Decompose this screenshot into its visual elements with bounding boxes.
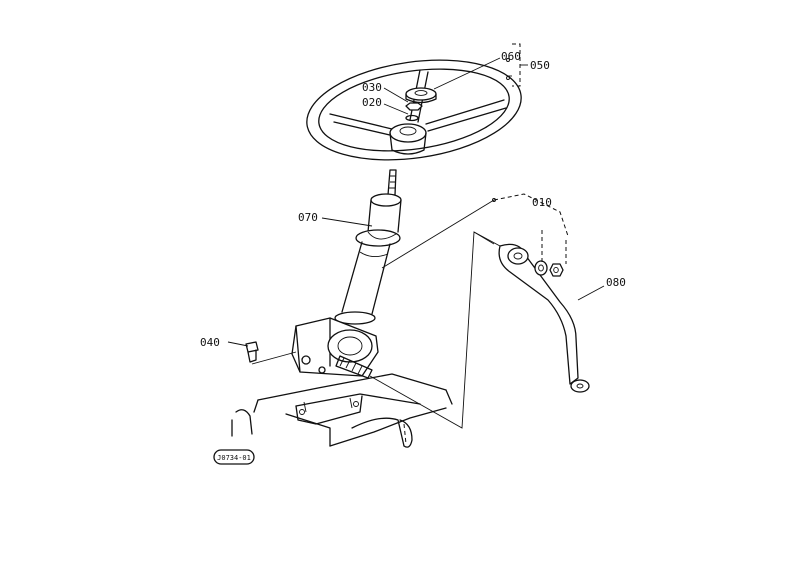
label-070: 070 [298,211,318,224]
steering-column [334,169,402,325]
washer [405,114,419,122]
label-060: 060 [501,50,521,63]
drawing-code-badge: J0734-01 [213,449,255,465]
label-020: 020 [362,96,382,109]
label-030: 030 [362,81,382,94]
nut [405,102,423,111]
label-040: 040 [200,336,220,349]
label-050: 050 [530,59,550,72]
drawing-code: J0734-01 [217,454,251,462]
tractor-frame [231,373,453,448]
horn-cap [405,87,437,104]
leader-lines [227,43,605,429]
steering-gearbox [291,317,379,379]
label-010: 010 [532,196,552,209]
label-080: 080 [606,276,626,289]
steering-wheel [306,59,522,161]
pitman-arm [498,243,590,393]
bolt [245,341,259,363]
